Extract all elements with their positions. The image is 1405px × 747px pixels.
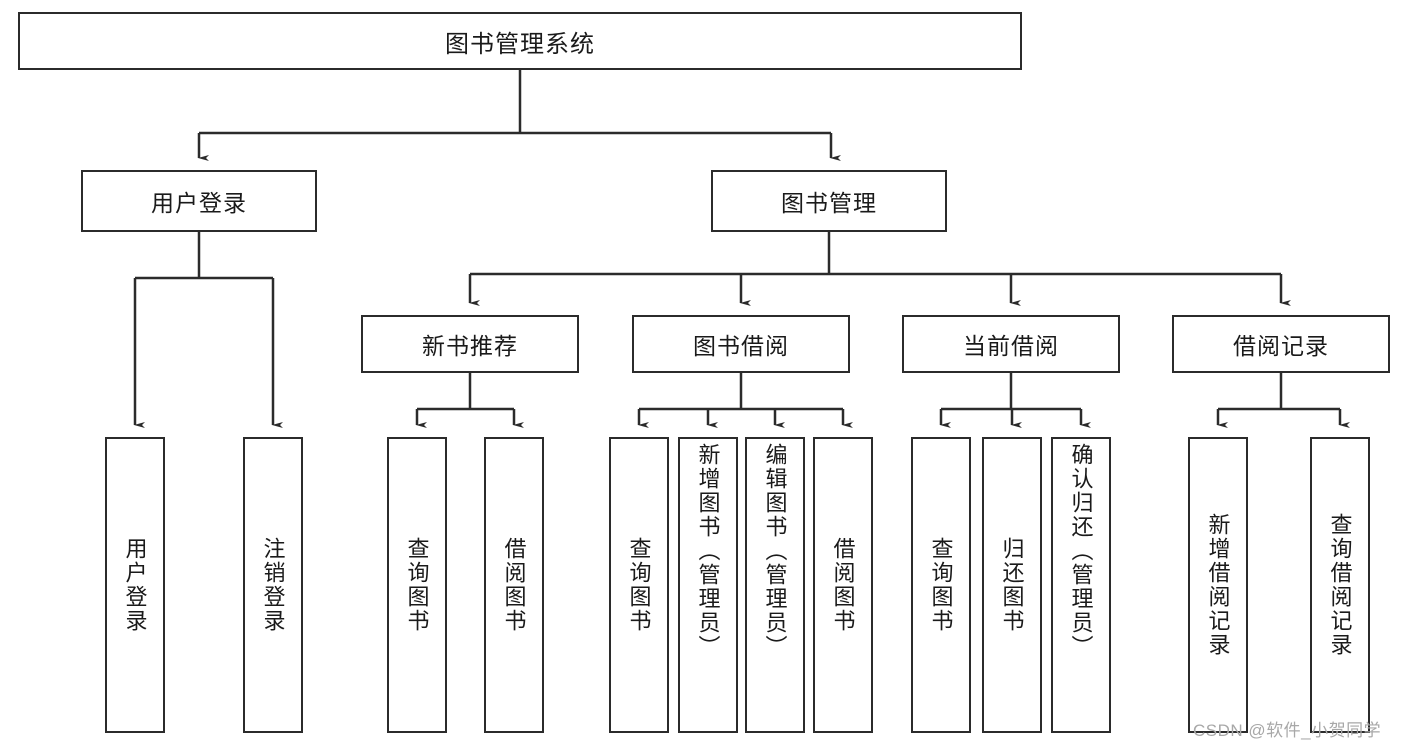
leaf-add-book-admin[interactable]: 新增图书（管理员） [678,437,738,733]
leaf-logout[interactable]: 注销登录 [243,437,303,733]
leaf-user-login[interactable]: 用户登录 [105,437,165,733]
leaf-query-book-borrow[interactable]: 查询图书 [609,437,669,733]
leaf-borrow-book[interactable]: 借阅图书 [813,437,873,733]
leaf-query-book-recommend[interactable]: 查询图书 [387,437,447,733]
node-borrow-record[interactable]: 借阅记录 [1172,315,1390,373]
node-current-borrow[interactable]: 当前借阅 [902,315,1120,373]
leaf-add-borrow-record[interactable]: 新增借阅记录 [1188,437,1248,733]
leaf-borrow-book-recommend[interactable]: 借阅图书 [484,437,544,733]
node-book-borrow[interactable]: 图书借阅 [632,315,850,373]
leaf-query-borrow-record[interactable]: 查询借阅记录 [1310,437,1370,733]
leaf-query-book-current[interactable]: 查询图书 [911,437,971,733]
leaf-edit-book-admin[interactable]: 编辑图书（管理员） [745,437,805,733]
leaf-return-book[interactable]: 归还图书 [982,437,1042,733]
node-root-system[interactable]: 图书管理系统 [18,12,1022,70]
node-new-book-recommend[interactable]: 新书推荐 [361,315,579,373]
node-book-management[interactable]: 图书管理 [711,170,947,232]
node-user-login[interactable]: 用户登录 [81,170,317,232]
leaf-confirm-return-admin[interactable]: 确认归还（管理员） [1051,437,1111,733]
csdn-watermark: CSDN @软件_小贺同学 [1193,721,1382,740]
